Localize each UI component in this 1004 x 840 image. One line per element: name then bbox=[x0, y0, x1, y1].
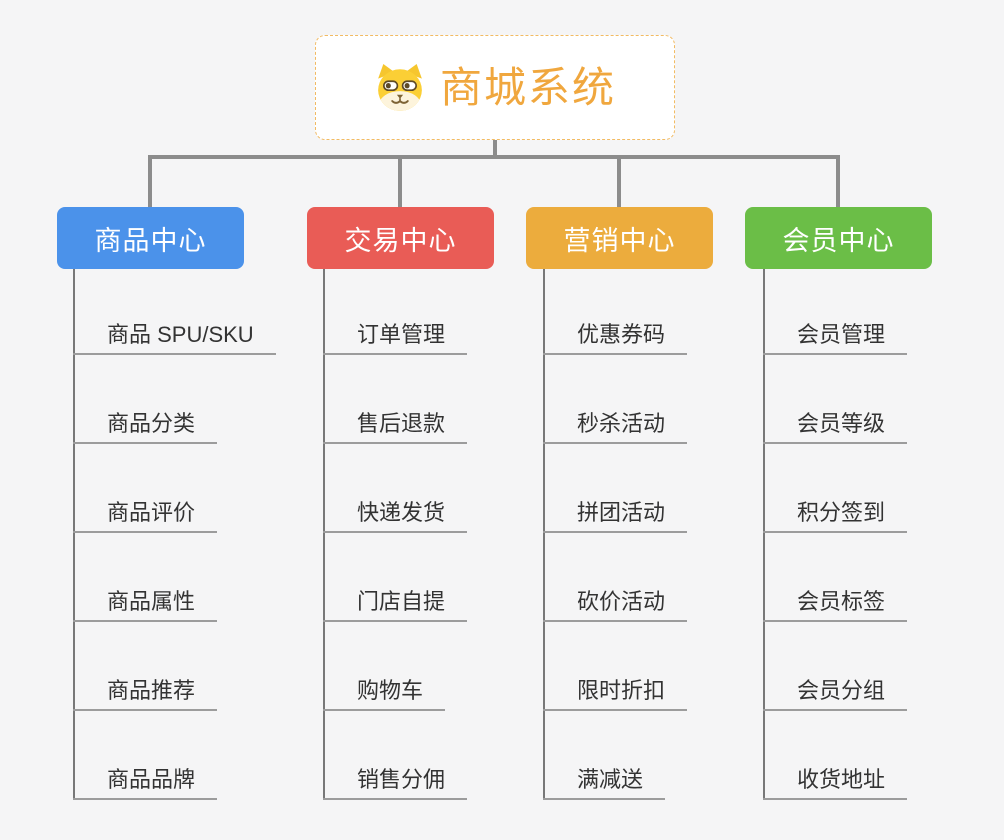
leaf-slot: 拼团活动 bbox=[543, 444, 688, 533]
leaf-topic[interactable]: 订单管理 bbox=[323, 322, 468, 355]
leaf-topic[interactable]: 门店自提 bbox=[323, 589, 468, 622]
leaf-topic[interactable]: 会员等级 bbox=[763, 411, 908, 444]
leaf-topic[interactable]: 秒杀活动 bbox=[543, 411, 688, 444]
leaf-slot: 商品品牌 bbox=[73, 711, 276, 800]
leaf-slot: 砍价活动 bbox=[543, 533, 688, 622]
leaf-slot: 优惠券码 bbox=[543, 269, 688, 355]
leaf-slot: 秒杀活动 bbox=[543, 355, 688, 444]
leaf-topic[interactable]: 收货地址 bbox=[763, 767, 908, 800]
leaf-slot: 快递发货 bbox=[323, 444, 468, 533]
leaf-topic[interactable]: 优惠券码 bbox=[543, 322, 688, 355]
branch-node-marketing-center[interactable]: 营销中心 bbox=[526, 207, 713, 269]
leaf-slot: 商品分类 bbox=[73, 355, 276, 444]
leaf-slot: 购物车 bbox=[323, 622, 467, 711]
leaf-topic[interactable]: 售后退款 bbox=[323, 411, 468, 444]
leaf-topic[interactable]: 限时折扣 bbox=[543, 678, 688, 711]
branch-children-marketing: 优惠券码 秒杀活动 拼团活动 砍价活动 限时折扣 满减送 bbox=[543, 269, 688, 800]
branch-children-trade: 订单管理 售后退款 快递发货 门店自提 购物车 销售分佣 bbox=[323, 269, 468, 800]
leaf-slot: 商品 SPU/SKU bbox=[73, 269, 276, 355]
leaf-topic[interactable]: 满减送 bbox=[543, 767, 666, 800]
root-title: 商城系统 bbox=[439, 63, 616, 111]
leaf-topic[interactable]: 购物车 bbox=[323, 678, 446, 711]
leaf-slot: 商品推荐 bbox=[73, 622, 276, 711]
leaf-topic[interactable]: 会员标签 bbox=[763, 589, 908, 622]
leaf-slot: 积分签到 bbox=[763, 444, 908, 533]
leaf-topic[interactable]: 商品分类 bbox=[73, 411, 218, 444]
leaf-topic[interactable]: 商品 SPU/SKU bbox=[73, 322, 276, 355]
leaf-slot: 售后退款 bbox=[323, 355, 468, 444]
leaf-topic[interactable]: 会员分组 bbox=[763, 678, 908, 711]
leaf-topic[interactable]: 快递发货 bbox=[323, 500, 468, 533]
leaf-slot: 订单管理 bbox=[323, 269, 468, 355]
leaf-slot: 限时折扣 bbox=[543, 622, 688, 711]
connector-trunk bbox=[148, 155, 840, 159]
leaf-slot: 满减送 bbox=[543, 711, 687, 800]
leaf-topic[interactable]: 砍价活动 bbox=[543, 589, 688, 622]
leaf-slot: 门店自提 bbox=[323, 533, 468, 622]
connector-drop-product bbox=[148, 157, 152, 209]
leaf-slot: 销售分佣 bbox=[323, 711, 468, 800]
connector-drop-member bbox=[836, 157, 840, 209]
leaf-topic[interactable]: 拼团活动 bbox=[543, 500, 688, 533]
leaf-topic[interactable]: 销售分佣 bbox=[323, 767, 468, 800]
connector-root-stub bbox=[493, 139, 497, 159]
leaf-slot: 商品属性 bbox=[73, 533, 276, 622]
leaf-topic[interactable]: 积分签到 bbox=[763, 500, 908, 533]
leaf-slot: 会员等级 bbox=[763, 355, 908, 444]
leaf-slot: 收货地址 bbox=[763, 711, 908, 800]
leaf-topic[interactable]: 会员管理 bbox=[763, 322, 908, 355]
leaf-slot: 商品评价 bbox=[73, 444, 276, 533]
root-node[interactable]: 商城系统 bbox=[315, 35, 675, 140]
shiba-dog-mascot-icon bbox=[374, 63, 426, 113]
connector-drop-marketing bbox=[617, 157, 621, 209]
leaf-topic[interactable]: 商品品牌 bbox=[73, 767, 218, 800]
branch-node-trade-center[interactable]: 交易中心 bbox=[307, 207, 494, 269]
branch-children-member: 会员管理 会员等级 积分签到 会员标签 会员分组 收货地址 bbox=[763, 269, 908, 800]
branch-node-member-center[interactable]: 会员中心 bbox=[745, 207, 932, 269]
leaf-topic[interactable]: 商品推荐 bbox=[73, 678, 218, 711]
leaf-slot: 会员标签 bbox=[763, 533, 908, 622]
leaf-topic[interactable]: 商品属性 bbox=[73, 589, 218, 622]
leaf-slot: 会员分组 bbox=[763, 622, 908, 711]
branch-children-product: 商品 SPU/SKU 商品分类 商品评价 商品属性 商品推荐 商品品牌 bbox=[73, 269, 276, 800]
connector-drop-trade bbox=[398, 157, 402, 209]
leaf-topic[interactable]: 商品评价 bbox=[73, 500, 218, 533]
leaf-slot: 会员管理 bbox=[763, 269, 908, 355]
branch-node-product-center[interactable]: 商品中心 bbox=[57, 207, 244, 269]
